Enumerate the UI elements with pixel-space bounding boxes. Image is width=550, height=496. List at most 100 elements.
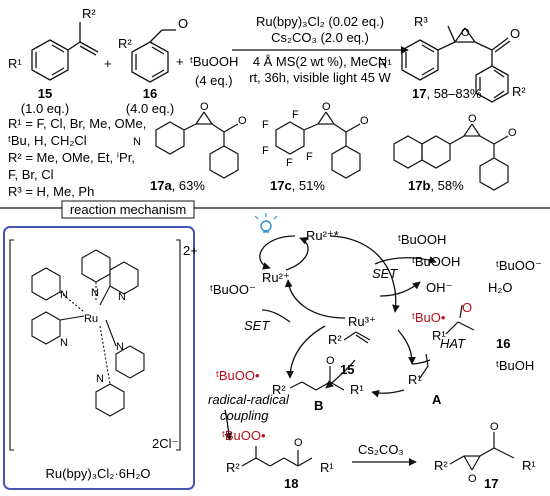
f-label-3: F	[262, 145, 269, 157]
r-group-line-3: R² = Me, OMe, Et, ⁱPr,	[8, 150, 135, 165]
product-17-r2: R²	[434, 458, 448, 473]
f-label-4: F	[286, 157, 293, 169]
aldehyde-mech-o: O	[462, 300, 472, 315]
condition-line-2: rt, 36h, visible light 45 W	[249, 70, 391, 85]
radical-b-label: B	[314, 398, 323, 413]
catalyst-box	[3, 226, 195, 490]
mechanism-skeletal-bonds	[241, 304, 515, 471]
17c-epoxide-o: O	[322, 101, 331, 113]
17a-carbonyl-o: O	[238, 115, 247, 127]
tbuooh-mech-2: ᵗBuOOH	[412, 254, 460, 269]
catalyst-n-1: N	[91, 287, 99, 299]
f-label-2: F	[292, 109, 299, 121]
tbuo-radical: ᵗBuO•	[412, 310, 446, 325]
compound-16-label: 16	[143, 86, 157, 101]
catalyst-structure	[9, 239, 181, 451]
mech-label-18: 18	[284, 476, 298, 491]
reagent-line-2: Cs₂CO₃ (2.0 eq.)	[271, 30, 369, 45]
r-group-line-2: ᵗBu, H, CH₂Cl	[8, 133, 87, 148]
hat-label: HAT	[440, 336, 466, 351]
plus-sign-2: +	[176, 54, 184, 69]
r-group-line-5: R³ = H, Me, Ph	[8, 184, 94, 199]
epoxide-o-top: O	[461, 27, 470, 39]
top-scheme-text: R² R¹ 15 (1.0 eq.) + R² O 16 (4.0 eq.) +…	[8, 6, 526, 199]
example-17a-structure	[155, 111, 239, 179]
example-17c-structure	[275, 111, 361, 179]
product-18-r2: R²	[226, 460, 240, 475]
radical-a-label: A	[432, 392, 442, 407]
pyridine-n: N	[133, 136, 141, 148]
hydroxide: OH⁻	[426, 280, 452, 295]
water: H₂O	[488, 280, 513, 295]
compound-16-eq: (4.0 eq.)	[126, 101, 174, 116]
product-yield-line: 17, 58–83%	[412, 86, 482, 101]
product-carbonyl-o: O	[510, 26, 520, 41]
17c-carbonyl-o: O	[360, 115, 369, 127]
mech-label-17: 17	[484, 476, 498, 491]
catalyst-n-6: N	[96, 373, 104, 385]
acyl-radical-r1: R¹	[408, 372, 422, 387]
catalyst-n-2: N	[118, 291, 126, 303]
aldehyde-ring	[131, 41, 169, 83]
product-benzoyl-ring	[475, 65, 509, 103]
reagent-line-1: Ru(bpy)₃Cl₂ (0.02 eq.)	[256, 14, 384, 29]
catalytic-cycle-arrows	[224, 235, 437, 466]
product-17-carbonyl-o: O	[490, 421, 499, 433]
ru-center: Ru	[84, 313, 98, 325]
f-label-5: F	[306, 151, 313, 163]
tbuooh-eq: (4 eq.)	[195, 73, 233, 88]
product-18-r1: R¹	[320, 460, 334, 475]
aldehyde-mech-r1: R¹	[432, 328, 446, 343]
compound-15-eq: (1.0 eq.)	[21, 101, 69, 116]
tbuooh-mech-1: ᵗBuOOH	[398, 232, 446, 247]
styrene-ring	[31, 39, 69, 81]
coupling-line-1: radical-radical	[208, 392, 290, 407]
r-group-line-4: F, Br, Cl	[8, 167, 54, 182]
alkene-r2: R²	[328, 332, 342, 347]
r1-label-15: R¹	[8, 56, 22, 71]
mechanism-tab	[61, 200, 195, 219]
r1-label-17: R¹	[378, 56, 392, 71]
tbuoh: ᵗBuOH	[496, 358, 534, 373]
cs2co3-mech: Cs₂CO₃	[358, 442, 404, 457]
catalyst-counter-ion: 2Cl⁻	[152, 436, 178, 451]
catalyst-n-4: N	[60, 337, 68, 349]
r2-label-16: R²	[118, 36, 132, 51]
aldehyde-o: O	[178, 16, 188, 31]
product-17-epoxide-o: O	[468, 473, 477, 485]
r3-label-17: R³	[414, 14, 428, 29]
example-17a-caption: 17a, 63%	[150, 178, 205, 193]
ru-ground: Ru²⁺	[262, 270, 290, 285]
tbuooh-label: ᵗBuOOH	[190, 54, 238, 69]
tbuoo-minus-1: ᵗBuOO⁻	[496, 258, 542, 273]
catalyst-charge: 2+	[183, 243, 198, 258]
f-label-1: F	[262, 119, 269, 131]
example-17c-caption: 17c, 51%	[270, 178, 325, 193]
coupling-line-2: coupling	[220, 408, 269, 423]
top-reaction-scheme	[31, 22, 511, 103]
mech-label-16: 16	[496, 336, 510, 351]
r-group-line-1: R¹ = F, Cl, Br, Me, OMe,	[8, 116, 146, 131]
product-17-r1: R¹	[522, 458, 536, 473]
catalyst-name: Ru(bpy)₃Cl₂·6H₂O	[46, 466, 151, 481]
product-18-carbonyl-o: O	[294, 437, 303, 449]
tbuoo-radical: ᵗBuOO•	[216, 368, 260, 383]
radical-b-r1: R¹	[350, 382, 364, 397]
mech-label-15: 15	[340, 362, 354, 377]
catalyst-n-5: N	[116, 341, 124, 353]
17b-carbonyl-o: O	[508, 127, 517, 139]
catalyst-n-3: N	[60, 289, 68, 301]
radical-b-carbonyl-o: O	[326, 355, 335, 367]
example-17b-caption: 17b, 58%	[408, 178, 464, 193]
tbuoo-minus-2: ᵗBuOO⁻	[210, 282, 256, 297]
set-label-1: SET	[372, 266, 398, 281]
peroxide-18-group: ᵗBuOO•	[222, 428, 266, 443]
product-ring	[401, 39, 439, 81]
ru-excited: Ru²⁺*	[306, 228, 339, 243]
example-17b-structure	[393, 123, 509, 191]
17a-epoxide-o: O	[200, 101, 209, 113]
mechanism-tab-label: reaction mechanism	[70, 202, 186, 217]
r3-label: R²	[82, 6, 96, 21]
plus-sign-1: +	[104, 56, 112, 71]
